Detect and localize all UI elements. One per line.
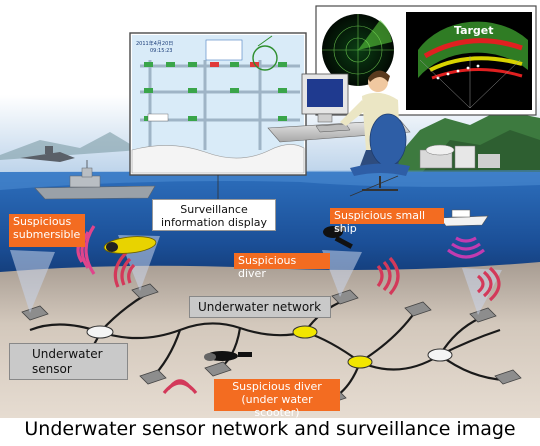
node-yellow: [292, 325, 318, 339]
radar-target-label: Target: [454, 24, 494, 37]
suspicious-small-ship-label: Suspicious small ship: [330, 208, 444, 235]
coastal-facility: [419, 144, 500, 169]
suspicious-diver-scooter-label: Suspicious diver (under water scooter): [214, 379, 340, 419]
suspicious-diver: [323, 226, 353, 249]
mountains: [0, 132, 140, 160]
patrol-warship: [34, 160, 156, 200]
suspicious-submersible-label: Suspicious submersible: [9, 214, 85, 247]
underwater-network-label: Underwater network: [189, 296, 331, 318]
surface-submarine: [20, 146, 75, 162]
underwater-sensor-label: Underwater sensor: [9, 343, 128, 380]
suspicious-diver-label: Suspicious diver: [234, 253, 330, 280]
node-white: [86, 325, 114, 339]
screen-time: 09:15:23: [150, 48, 172, 54]
screen-date: 2011年4月20日: [136, 40, 173, 47]
operator-workstation: [267, 70, 411, 191]
node-white: [427, 348, 453, 362]
radar-inset: [315, 5, 537, 116]
suspicious-small-ship: [439, 209, 489, 227]
node-yellow: [347, 355, 373, 369]
suspicious-diver-scooter: [204, 351, 252, 361]
surveillance-screen: [129, 32, 307, 176]
network-nodes: [86, 325, 453, 369]
surveillance-display-label: Surveillance information display: [152, 199, 276, 231]
figure-caption: Underwater sensor network and surveillan…: [24, 418, 516, 440]
operator-callout-line: [349, 175, 399, 197]
suspicious-submersible: [103, 236, 157, 254]
